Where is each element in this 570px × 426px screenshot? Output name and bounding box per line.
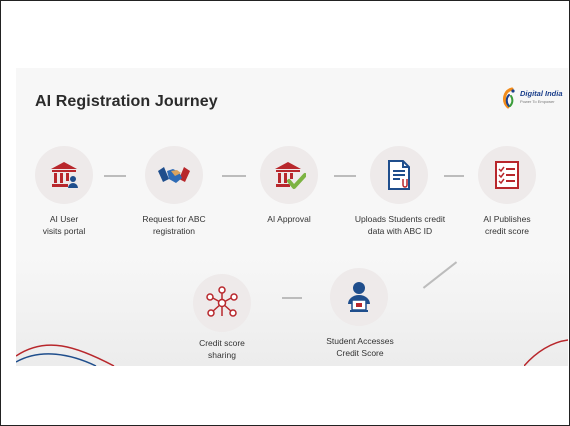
- step-label-credit-sharing: Credit score sharing: [172, 338, 272, 361]
- step-label-line: sharing: [208, 349, 236, 360]
- connector-line: [104, 175, 126, 177]
- digital-india-emblem-icon: [503, 87, 515, 109]
- step-label-line: Credit Score: [336, 347, 384, 358]
- step-label-request: Request for ABC registration: [124, 214, 224, 237]
- step-circle-upload: [370, 146, 428, 204]
- decorative-swoosh-right: [524, 339, 568, 366]
- document-upload-icon: [388, 160, 410, 190]
- handshake-icon: [158, 167, 190, 183]
- connector-line: [222, 175, 246, 177]
- step-label-line: Uploads Students credit: [354, 214, 446, 224]
- step-circle-ai-user: [35, 146, 93, 204]
- step-label-line: AI Publishes: [483, 214, 531, 224]
- presentation-slide: AI Registration Journey Digital India Po…: [16, 68, 568, 366]
- digital-india-logo: Digital India Power To Empower: [500, 87, 563, 111]
- connector-line: [334, 175, 356, 177]
- step-circle-publish: [478, 146, 536, 204]
- bank-check-icon: [275, 162, 306, 189]
- bank-user-icon: [51, 162, 78, 188]
- step-label-line: registration: [152, 225, 196, 236]
- step-label-line: Student Accesses: [326, 336, 394, 346]
- step-label-line: visits portal: [42, 225, 86, 236]
- step-label-approval: AI Approval: [244, 214, 334, 226]
- step-label-ai-user: AI User visits portal: [24, 214, 104, 237]
- step-circle-student-access: [330, 268, 388, 326]
- step-label-line: data with ABC ID: [367, 225, 433, 236]
- connector-line: [282, 297, 302, 299]
- logo-tagline: Power To Empower: [520, 99, 555, 104]
- step-circle-approval: [260, 146, 318, 204]
- logo-brand-text: Digital India: [520, 89, 563, 98]
- slide-title: AI Registration Journey: [35, 93, 218, 110]
- step-label-line: Request for ABC: [142, 214, 206, 224]
- step-circle-credit-sharing: [193, 274, 251, 332]
- step-label-line: Credit score: [199, 338, 245, 348]
- step-label-publish: AI Publishes credit score: [462, 214, 552, 237]
- slide-bottom-band: [16, 258, 568, 366]
- step-label-line: credit score: [485, 225, 529, 236]
- step-label-upload: Uploads Students credit data with ABC ID: [344, 214, 456, 237]
- step-label-line: AI User: [49, 214, 79, 224]
- step-label-line: AI Approval: [267, 214, 311, 224]
- network-share-icon: [206, 286, 238, 317]
- step-label-student-access: Student Accesses Credit Score: [310, 336, 410, 359]
- connector-line: [444, 175, 464, 177]
- student-computer-icon: [348, 282, 370, 312]
- step-circle-request: [145, 146, 203, 204]
- checklist-icon: [495, 161, 519, 189]
- decorative-swoosh-left: [16, 344, 115, 366]
